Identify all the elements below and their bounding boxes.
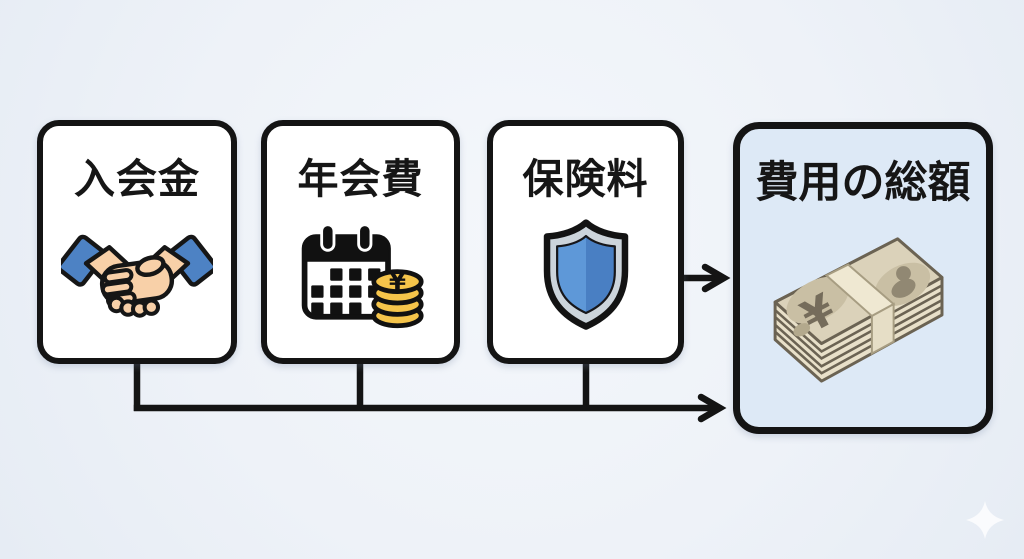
calendar-yen-icon: ¥ xyxy=(297,201,425,358)
node-admission-fee: 入会金 xyxy=(37,120,237,364)
node-annual-fee-label: 年会費 xyxy=(297,156,424,202)
money-stack-icon: ¥ xyxy=(763,206,963,427)
shield-icon xyxy=(536,201,636,358)
node-total-cost-label: 費用の総額 xyxy=(755,159,971,207)
handshake-icon xyxy=(61,201,213,358)
node-insurance-premium: 保険料 xyxy=(487,120,684,364)
svg-text:¥: ¥ xyxy=(388,267,405,296)
node-annual-fee: 年会費 ¥ xyxy=(261,120,460,364)
sparkle-icon xyxy=(966,501,1004,539)
node-admission-fee-label: 入会金 xyxy=(74,156,200,202)
node-total-cost: 費用の総額 xyxy=(733,122,993,434)
node-insurance-premium-label: 保険料 xyxy=(522,156,649,202)
